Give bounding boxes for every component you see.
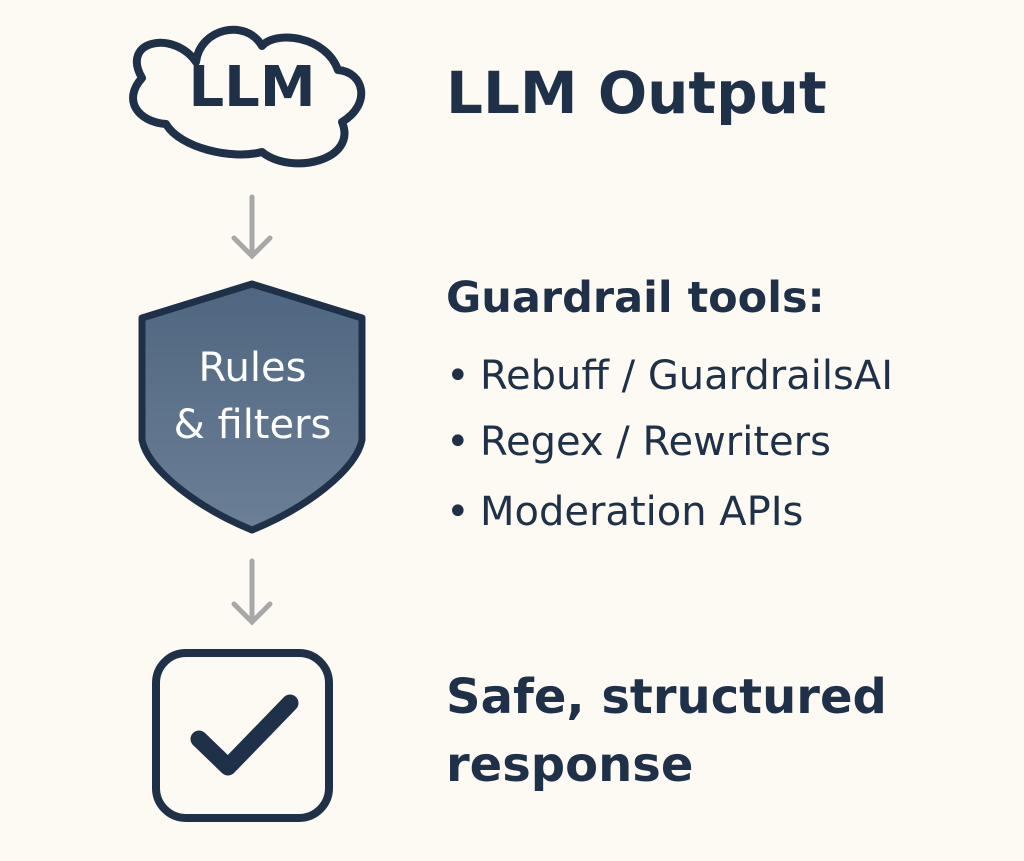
guardrail-tools-title: Guardrail tools:	[446, 273, 825, 323]
arrow-down-icon	[231, 194, 273, 260]
bullet-icon: •	[446, 419, 470, 465]
arrow-down-icon	[231, 558, 273, 626]
tool-list-item: •Regex / Rewriters	[446, 414, 831, 470]
bullet-icon: •	[446, 489, 470, 535]
tool-label: Moderation APIs	[480, 489, 804, 535]
bullet-icon: •	[446, 353, 470, 399]
tool-label: Rebuff / GuardrailsAI	[480, 353, 893, 399]
tool-list-item: •Rebuff / GuardrailsAI	[446, 348, 893, 404]
llm-output-title: LLM Output	[446, 59, 827, 127]
checkbox-checked-icon	[152, 649, 333, 822]
result-title-line1: Safe, structured	[446, 669, 887, 725]
result-title-line2: response	[446, 737, 694, 793]
shield-icon	[138, 280, 366, 534]
shield-label-line2: & filters	[173, 402, 332, 448]
tool-list-item: •Moderation APIs	[446, 484, 803, 540]
tool-label: Regex / Rewriters	[480, 419, 831, 465]
cloud-icon	[129, 25, 366, 168]
shield-label-line1: Rules	[198, 345, 307, 391]
cloud-label: LLM	[188, 55, 316, 120]
